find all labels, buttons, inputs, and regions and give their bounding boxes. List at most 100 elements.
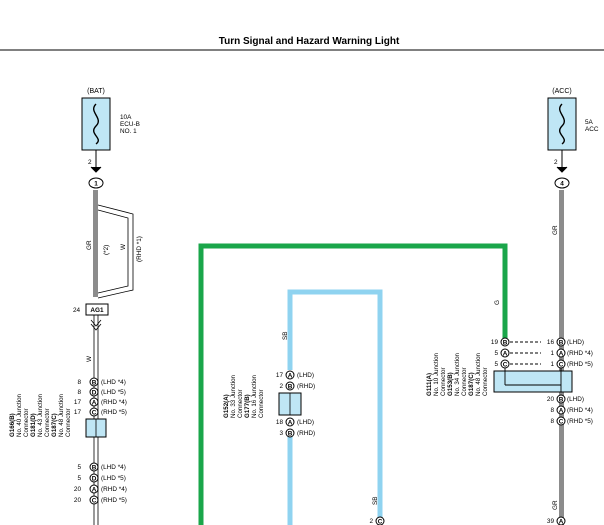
label-gr-left: GR	[86, 240, 93, 250]
wire-w-bypass-inner	[97, 209, 129, 294]
right-junction-left-pins: 19 B 5 A 5 C	[491, 337, 510, 369]
mj-pin-2-letter: A	[288, 419, 293, 426]
lj-pin-0-num: 8	[77, 379, 81, 386]
mj-pin-2-num: 18	[276, 419, 284, 426]
fuse-left-amp: 10A	[120, 114, 132, 121]
left-junction-line-2: Connector	[23, 408, 30, 437]
right-junction-line-0: G111(A)	[426, 373, 433, 396]
rj-rpin-0-note: (LHD)	[567, 339, 584, 346]
fuse-left-element-icon	[93, 103, 99, 145]
left-junction-line-1: No. 40 Junction	[16, 393, 23, 437]
label-w-bypass: W	[120, 243, 127, 250]
fuse-left-arrow-icon	[90, 166, 102, 173]
left-junction-line-4: No. 43 Junction	[37, 393, 44, 437]
rj-rpin-4-circle	[556, 405, 566, 415]
rj-lpin-1-circle	[500, 348, 510, 358]
lj-pin-2-num: 17	[74, 399, 82, 406]
mj-pin-3-letter: B	[288, 430, 293, 437]
ag1-box	[85, 303, 109, 316]
lj-pin-5-num: 5	[77, 475, 81, 482]
fuse-right-name1: ACC	[585, 126, 599, 133]
mj-pin-1-letter: B	[288, 383, 293, 390]
right-junction-line-5: Connector	[461, 367, 468, 396]
lj-pin-5-letter: D	[92, 475, 97, 482]
right-junction-line-3: G153(B)	[447, 372, 454, 396]
right-junction-right-pins: 16 B (LHD) 1 A (RHD *4) 1 C (RHD *5)	[547, 337, 593, 369]
mj-bottom-pin-letter: C	[378, 518, 383, 525]
mid-junction-pins-lower: 18 A (LHD) 3 B (RHD)	[276, 417, 315, 438]
left-junction-text: G166(B) No. 40 Junction Connector G181(D…	[9, 393, 72, 437]
right-junction-line-2: Connector	[440, 367, 447, 396]
lj-pin-0-note: (LHD *4)	[101, 379, 126, 386]
mj-pin-0-circle	[285, 370, 295, 380]
right-junction-line-4: No. 34 Junction	[454, 352, 461, 396]
mj-pin-2-note: (LHD)	[297, 419, 314, 426]
left-junction-line-7: No. 48 Junction	[58, 393, 65, 437]
mid-junction-text: G152(A) No. 33 Junction Connector G177(B…	[223, 374, 265, 418]
rj-rpin-5-letter: C	[559, 418, 564, 425]
rj-rpin-3-letter: B	[559, 396, 564, 403]
rj-rpin-1-circle	[556, 348, 566, 358]
fuse-right-pin: 2	[554, 159, 558, 166]
rj-rpin-5-note: (RHD *5)	[567, 418, 593, 425]
fuse-left-box	[81, 97, 111, 151]
diagram-title: Turn Signal and Hazard Warning Light	[219, 36, 400, 47]
rj-bottom-pin-circle	[556, 516, 566, 525]
fuse-right-box	[547, 97, 577, 151]
mj-pin-0-num: 17	[276, 372, 284, 379]
left-junction-line-6: G187(C)	[51, 413, 58, 437]
rj-bottom-pin-num: 39	[547, 518, 555, 525]
mj-bottom-pin-circle	[375, 516, 385, 525]
lj-pin-1-num: 8	[77, 389, 81, 396]
mid-junction-line-4: No. 16 Junction	[251, 374, 258, 418]
lj-pin-7-circle	[89, 495, 99, 505]
rj-rpin-3-circle	[556, 394, 566, 404]
rj-rpin-3-num: 20	[547, 396, 555, 403]
lj-pin-3-note: (RHD *5)	[101, 409, 127, 416]
lj-pin-1-note: (LHD *5)	[101, 389, 126, 396]
right-junction-line-8: Connector	[482, 367, 489, 396]
lj-pin-4-letter: B	[92, 464, 97, 471]
left-junction-pins: 8 B (LHD *4) 8 D (LHD *5) 17 A (RHD *4) …	[74, 377, 127, 417]
rj-lpin-2-letter: C	[503, 361, 508, 368]
lj-pin-7-num: 20	[74, 497, 82, 504]
rj-rpin-2-note: (RHD *5)	[567, 361, 593, 368]
lj-pin-4-num: 5	[77, 464, 81, 471]
fuse-right-amp: 5A	[585, 119, 594, 126]
fuse-left-conn-label: 1	[94, 181, 98, 188]
rj-rpin-2-num: 1	[550, 361, 554, 368]
mj-pin-1-circle	[285, 381, 295, 391]
ag1-label: AG1	[90, 307, 104, 314]
mj-pin-0-letter: A	[288, 372, 293, 379]
mj-pin-1-note: (RHD)	[297, 383, 315, 390]
fuse-right-source: (ACC)	[552, 88, 571, 95]
lj-pin-1-letter: D	[92, 389, 97, 396]
mj-pin-3-num: 3	[279, 430, 283, 437]
mj-pin-2-circle	[285, 417, 295, 427]
lj-pin-1-circle	[89, 387, 99, 397]
lj-pin-7-note: (RHD *5)	[101, 497, 127, 504]
lj-pin-4-note: (LHD *4)	[101, 464, 126, 471]
wire-g	[198, 243, 508, 525]
right-junction-line-1: No. 10 Junction	[433, 352, 440, 396]
ag1-pin: 24	[73, 307, 81, 314]
rj-rpin-1-num: 1	[550, 350, 554, 357]
lj-pin-0-circle	[89, 377, 99, 387]
left-junction-line-0: G166(B)	[9, 413, 16, 437]
label-rhd1: (RHD *1)	[136, 236, 143, 262]
label-sb-lower: SB	[372, 496, 379, 505]
left-junction-line-5: Connector	[44, 408, 51, 437]
fuse-left-name2: NO. 1	[120, 128, 137, 135]
ag1-chevron-icon	[90, 319, 102, 331]
mid-junction-line-2: Connector	[237, 389, 244, 418]
mj-bottom-pin-num: 2	[369, 518, 373, 525]
mj-pin-3-note: (RHD)	[297, 430, 315, 437]
mj-pin-3-circle	[285, 428, 295, 438]
lj-pin-5-circle	[89, 473, 99, 483]
right-junction-block	[493, 370, 573, 393]
mid-junction-line-5: Connector	[258, 389, 265, 418]
rj-rpin-4-num: 8	[550, 407, 554, 414]
lj-pin-5-note: (LHD *5)	[101, 475, 126, 482]
lj-pin-3-circle	[89, 407, 99, 417]
